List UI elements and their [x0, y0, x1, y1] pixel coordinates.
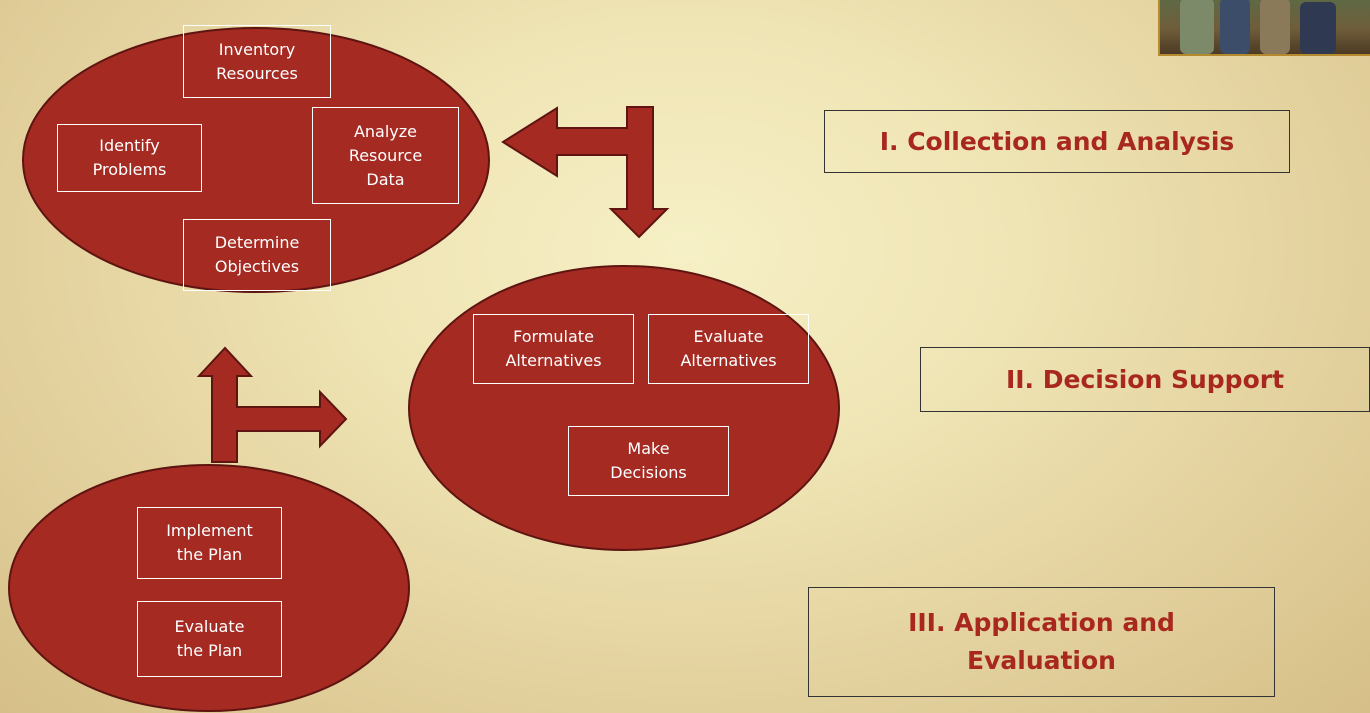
- step-evaluate-plan: Evaluate the Plan: [137, 601, 282, 677]
- step-inventory-resources: Inventory Resources: [183, 25, 331, 98]
- step-implement-plan: Implement the Plan: [137, 507, 282, 579]
- application-ellipse: [8, 464, 410, 712]
- collection-ellipse: [22, 27, 490, 293]
- phase-collection-analysis: I. Collection and Analysis: [824, 110, 1290, 173]
- step-formulate-alternatives: Formulate Alternatives: [473, 314, 634, 384]
- step-determine-objectives: Determine Objectives: [183, 219, 331, 291]
- application-feedback-arrow: [196, 346, 348, 463]
- step-analyze-resource-data: Analyze Resource Data: [312, 107, 459, 204]
- step-make-decisions: Make Decisions: [568, 426, 729, 496]
- step-identify-problems: Identify Problems: [57, 124, 202, 192]
- phase-application-evaluation: III. Application and Evaluation: [808, 587, 1275, 697]
- photo-thumbnail: [1158, 0, 1370, 56]
- phase-decision-support: II. Decision Support: [920, 347, 1370, 412]
- decision-ellipse: [408, 265, 840, 551]
- step-evaluate-alternatives: Evaluate Alternatives: [648, 314, 809, 384]
- collection-decision-arrow: [501, 106, 670, 239]
